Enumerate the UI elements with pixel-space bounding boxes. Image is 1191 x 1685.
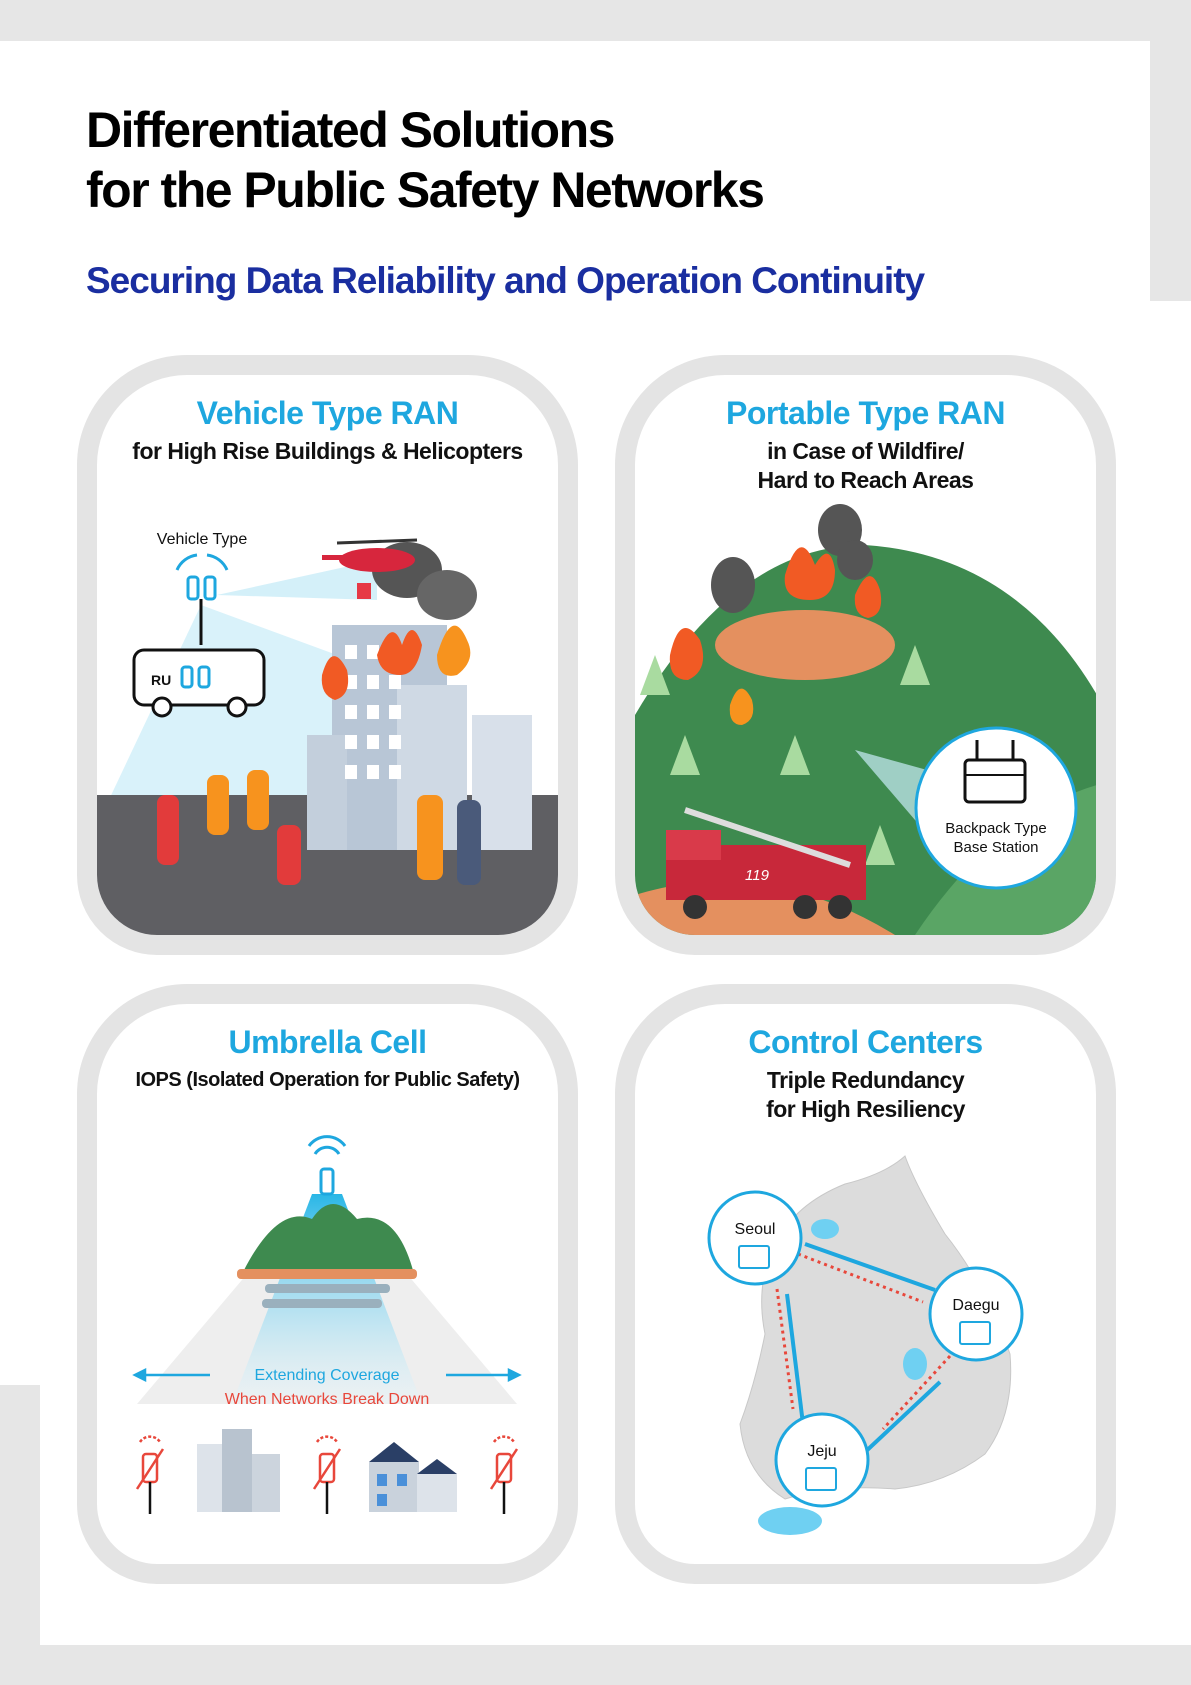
card-subtitle-line-1: Triple Redundancy (766, 1067, 965, 1093)
control-centers-map: Seoul Daegu Jeju (707, 1155, 1024, 1535)
card-subtitle: for High Rise Buildings & Helicopters (132, 438, 523, 464)
card-title: Control Centers (748, 1024, 983, 1060)
portable-ran-illustration: 119 Backpack Type Base Station (635, 504, 1096, 935)
daegu-label: Daegu (952, 1297, 999, 1314)
seoul-label: Seoul (735, 1221, 776, 1238)
card-portable-type-ran: Portable Type RAN in Case of Wildfire/ H… (615, 355, 1116, 955)
frame-right (1150, 41, 1191, 301)
jeju-label: Jeju (807, 1443, 836, 1460)
clearing (715, 610, 895, 680)
backpack-base-station-icon (963, 740, 1027, 804)
fire-truck-icon (666, 807, 866, 919)
backup-arrows (775, 1252, 952, 1431)
frame-bottom (0, 1645, 1191, 1685)
truck-number: 119 (745, 867, 770, 884)
smoke-icon (711, 504, 873, 613)
card-control-centers: Control Centers Triple Redundancy for Hi… (615, 984, 1116, 1584)
skyscraper-icon (197, 1429, 280, 1512)
breakdown-label: When Networks Break Down (225, 1391, 430, 1408)
card-subtitle: IOPS (Isolated Operation for Public Safe… (135, 1069, 520, 1091)
people-icon (157, 770, 481, 885)
backpack-label-1: Backpack Type (945, 820, 1046, 837)
page-title: Differentiated Solutions for the Public … (86, 100, 765, 220)
vehicle-ran-illustration: RU Vehicle Type (97, 531, 558, 935)
antenna-icon (307, 1135, 347, 1196)
extending-coverage-label: Extending Coverage (255, 1367, 400, 1384)
backpack-label-2: Base Station (953, 839, 1038, 856)
card-subtitle: Triple Redundancy for High Resiliency (635, 1066, 1096, 1124)
card-title: Portable Type RAN (726, 395, 1005, 431)
card-vehicle-type-ran: Vehicle Type RAN for High Rise Buildings… (77, 355, 578, 955)
primary-arrows (785, 1242, 942, 1456)
vehicle-bus-icon (132, 648, 266, 718)
umbrella-cell-illustration: Extending Coverage When Networks Break D… (132, 1135, 522, 1514)
card-title: Vehicle Type RAN (196, 395, 459, 431)
trees-icon (640, 645, 930, 865)
card-subtitle: in Case of Wildfire/ Hard to Reach Areas (635, 437, 1096, 495)
signal-beam-helicopter (217, 560, 377, 600)
monitor-icon (959, 1321, 991, 1345)
monitor-icon (805, 1467, 837, 1491)
lake (903, 1348, 927, 1380)
card-subtitle-line-1: in Case of Wildfire/ (767, 438, 964, 464)
title-line-1: Differentiated Solutions (86, 102, 615, 158)
antenna-icon (175, 553, 229, 645)
card-subtitle-line-2: for High Resiliency (766, 1096, 965, 1122)
control-center-jeju (774, 1412, 870, 1508)
card-subtitle-line-2: Hard to Reach Areas (757, 467, 974, 493)
control-center-daegu (928, 1266, 1024, 1362)
lake (811, 1219, 839, 1239)
extend-arrows (132, 1367, 522, 1383)
backpack-station-circle (914, 726, 1078, 890)
card-umbrella-cell: Umbrella Cell IOPS (Isolated Operation f… (77, 984, 578, 1584)
title-line-2: for the Public Safety Networks (86, 162, 765, 218)
frame-left (0, 1385, 40, 1685)
jeju-island (758, 1507, 822, 1535)
vehicle-type-label: Vehicle Type (157, 531, 248, 548)
page-subtitle: Securing Data Reliability and Operation … (86, 260, 925, 301)
mountain-icon (237, 1204, 417, 1308)
broken-antenna-icon (135, 1435, 519, 1514)
helicopter-icon (322, 538, 418, 599)
ru-label: RU (151, 672, 171, 688)
fire-icon (669, 547, 882, 725)
frame-top (0, 0, 1191, 41)
control-center-seoul (707, 1190, 803, 1286)
card-title: Umbrella Cell (228, 1024, 427, 1060)
monitor-icon (738, 1245, 770, 1269)
houses-icon (369, 1442, 457, 1512)
